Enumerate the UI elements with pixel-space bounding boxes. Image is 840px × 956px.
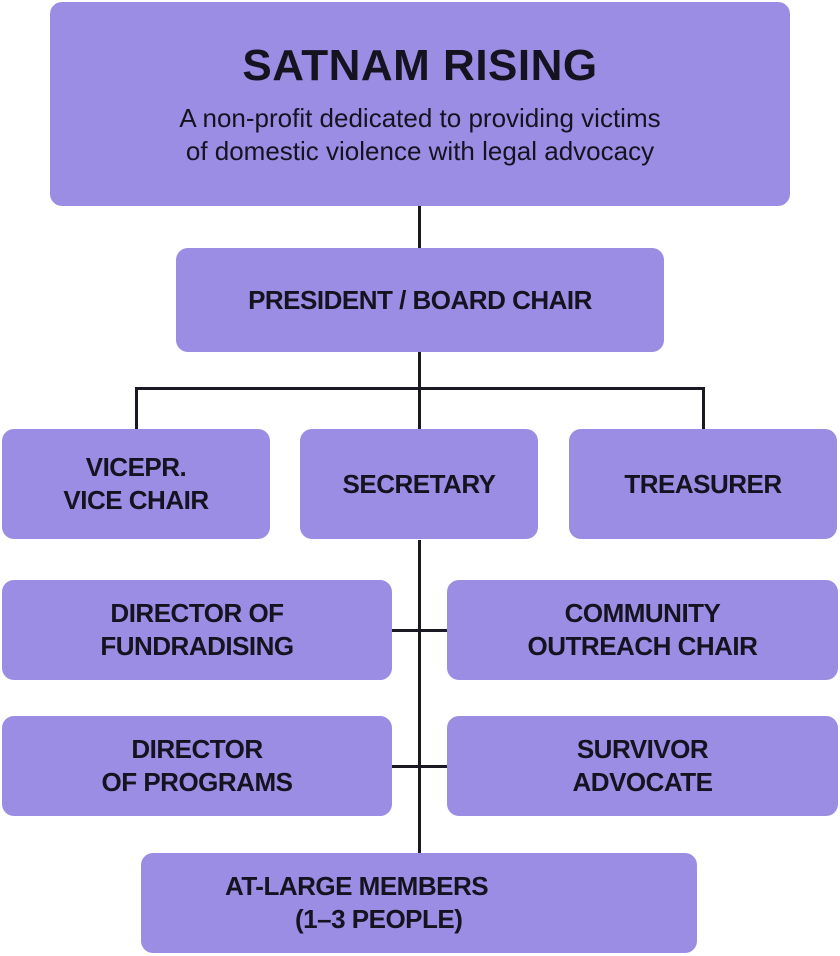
node-director-fundraising: DIRECTOR OF FUNDRADISING xyxy=(2,580,392,680)
node-label: DIRECTOR OF xyxy=(110,598,284,628)
connector-row2-branch xyxy=(392,765,448,768)
connector-to-vice xyxy=(135,387,138,430)
node-label: TREASURER xyxy=(624,468,782,499)
node-label: VICE CHAIR xyxy=(63,485,209,515)
node-at-large-members: AT-LARGE MEMBERS (1–3 PEOPLE) xyxy=(141,853,697,953)
node-secretary: SECRETARY xyxy=(300,429,538,539)
node-label: SURVIVOR xyxy=(576,734,709,764)
node-president: PRESIDENT / BOARD CHAIR xyxy=(176,248,664,352)
org-header-box: SATNAM RISING A non-profit dedicated to … xyxy=(50,2,790,206)
org-title: SATNAM RISING xyxy=(242,41,598,90)
node-label: ADVOCATE xyxy=(572,767,713,797)
node-label: OF PROGRAMS xyxy=(101,767,293,797)
node-label: VICEPR. xyxy=(85,452,187,482)
node-label: FUNDRADISING xyxy=(100,631,294,661)
node-label: COMMUNITY xyxy=(564,598,721,628)
connector-to-secretary xyxy=(418,387,421,430)
org-subtitle: A non-profit dedicated to providing vict… xyxy=(179,102,660,168)
node-vice-chair: VICEPR. VICE CHAIR xyxy=(2,429,270,539)
org-subtitle-line: of domestic violence with legal advocacy xyxy=(185,136,655,166)
node-treasurer: TREASURER xyxy=(569,429,837,539)
node-label: AT-LARGE MEMBERS xyxy=(225,871,489,901)
node-label: (1–3 PEOPLE) xyxy=(295,904,463,934)
node-label: DIRECTOR xyxy=(131,734,263,764)
node-label: SECRETARY xyxy=(342,468,496,499)
connector-president-down xyxy=(418,352,421,390)
node-community-outreach: COMMUNITY OUTREACH CHAIR xyxy=(447,580,838,680)
node-director-programs: DIRECTOR OF PROGRAMS xyxy=(2,716,392,816)
connector-to-treasurer xyxy=(702,387,705,430)
node-label: OUTREACH CHAIR xyxy=(527,631,758,661)
node-survivor-advocate: SURVIVOR ADVOCATE xyxy=(447,716,838,816)
org-subtitle-line: A non-profit dedicated to providing vict… xyxy=(179,103,661,133)
connector-row1-branch xyxy=(392,629,448,632)
connector-secretary-spine xyxy=(418,540,421,855)
connector-org-president xyxy=(418,205,421,249)
node-label: PRESIDENT / BOARD CHAIR xyxy=(248,284,592,315)
